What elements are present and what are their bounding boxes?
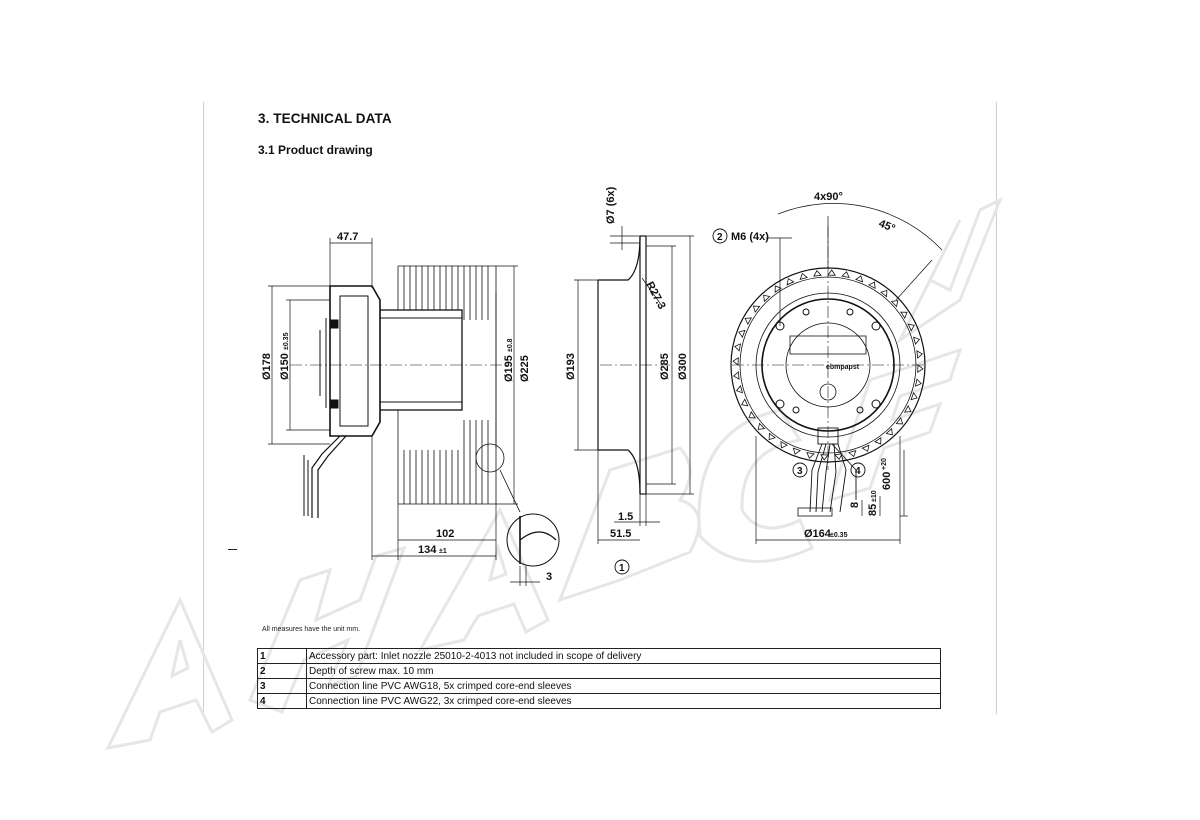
dim-51-5: 51.5	[610, 528, 631, 540]
left-page-border	[203, 102, 204, 714]
dim-600-tol: +20	[881, 458, 888, 470]
dim-hole: Ø7 (6x)	[605, 186, 617, 224]
legend-text: Accessory part: Inlet nozzle 25010-2-401…	[306, 648, 941, 664]
blade-tooth	[732, 357, 739, 366]
dim-134-tol: ±1	[439, 548, 447, 555]
blade-tooth	[757, 422, 766, 430]
dim-45: 45°	[877, 218, 897, 235]
blade-tooth	[748, 411, 756, 419]
blade-tooth	[786, 278, 795, 286]
dim-134: 134	[418, 544, 437, 556]
blade-tooth	[834, 453, 843, 460]
dim-47-7: 47.7	[337, 231, 358, 243]
legend-number: 1	[257, 648, 307, 664]
blade-tooth	[806, 451, 815, 459]
callout-1: 1	[619, 563, 625, 574]
callout-4: 4	[855, 466, 861, 477]
blade-tooth	[900, 311, 908, 319]
blade-tooth	[913, 336, 921, 345]
blade-tooth	[813, 270, 822, 277]
blade-tooth	[916, 350, 923, 359]
dim-d178: Ø178	[261, 353, 273, 380]
legend-number: 3	[257, 678, 307, 694]
blade-tooth	[895, 417, 904, 425]
side-view	[290, 265, 521, 518]
dim-1-5: 1.5	[618, 511, 633, 523]
unit-note: All measures have the unit mm.	[262, 626, 361, 633]
blade-tooth	[890, 300, 899, 308]
blade-tooth	[880, 289, 888, 298]
blade-tooth	[774, 285, 782, 293]
right-page-border	[996, 102, 997, 714]
dim-102: 102	[436, 528, 454, 540]
legend-text: Connection line PVC AWG22, 3x crimped co…	[306, 693, 941, 709]
blade-tooth	[907, 323, 915, 332]
blade-tooth	[768, 432, 776, 441]
blade-tooth	[885, 427, 893, 436]
dim-d164: Ø164	[804, 528, 832, 540]
dim-3: 3	[546, 571, 552, 583]
blade-tooth	[792, 447, 802, 455]
dim-d285: Ø285	[659, 353, 671, 380]
dim-m6: M6 (4x)	[731, 231, 769, 243]
blade-tooth	[910, 391, 918, 401]
dim-d300: Ø300	[677, 353, 689, 380]
dim-d150-tol: ±0.35	[283, 332, 290, 350]
blade-tooth	[917, 364, 924, 373]
blade-tooth	[914, 378, 922, 387]
legend-text: Depth of screw max. 10 mm	[306, 663, 941, 679]
dim-85-tol: ±10	[871, 490, 878, 502]
blade-tooth	[741, 398, 749, 407]
dim-d150: Ø150	[279, 353, 291, 380]
brand-label: ebmpapst	[826, 364, 860, 371]
blade-tooth	[799, 272, 808, 280]
blade-tooth	[861, 444, 870, 452]
blade-tooth	[827, 269, 836, 276]
blade-tooth	[780, 440, 788, 449]
blade-tooth	[734, 343, 742, 352]
section-title: 3. TECHNICAL DATA	[258, 111, 392, 126]
dim-d193: Ø193	[565, 353, 577, 380]
blade-tooth	[744, 317, 753, 325]
legend-text: Connection line PVC AWG18, 5x crimped co…	[306, 678, 941, 694]
dim-8: 8	[849, 502, 861, 508]
blade-tooth	[735, 385, 743, 394]
blade-tooth	[841, 271, 850, 279]
blade-tooth	[820, 454, 829, 461]
blade-tooth	[733, 371, 740, 380]
dim-600: 600	[881, 472, 893, 490]
dim-d195: Ø195	[503, 355, 515, 382]
dim-4x90: 4x90°	[814, 191, 843, 203]
legend-number: 4	[257, 693, 307, 709]
dim-d164-tol: ±0.35	[830, 532, 848, 539]
blade-tooth	[848, 450, 857, 458]
legend-number: 2	[257, 663, 307, 679]
margin-mark	[228, 549, 237, 550]
blade-tooth	[738, 329, 746, 339]
callout-3: 3	[797, 466, 803, 477]
dim-d225: Ø225	[519, 355, 531, 382]
subsection-title: 3.1 Product drawing	[258, 143, 373, 157]
dim-d195-tol: ±0.8	[507, 338, 514, 352]
dim-85: 85	[867, 504, 879, 516]
blade-tooth	[763, 294, 771, 303]
blade-tooth	[752, 305, 761, 313]
blade-tooth	[868, 281, 876, 290]
blade-tooth	[903, 405, 912, 413]
nozzle-view	[597, 235, 670, 495]
callout-2: 2	[717, 232, 723, 243]
blade-tooth	[874, 437, 882, 445]
blade-tooth	[854, 275, 864, 283]
front-view	[730, 226, 926, 517]
dim-r27: R27.3	[643, 280, 667, 312]
